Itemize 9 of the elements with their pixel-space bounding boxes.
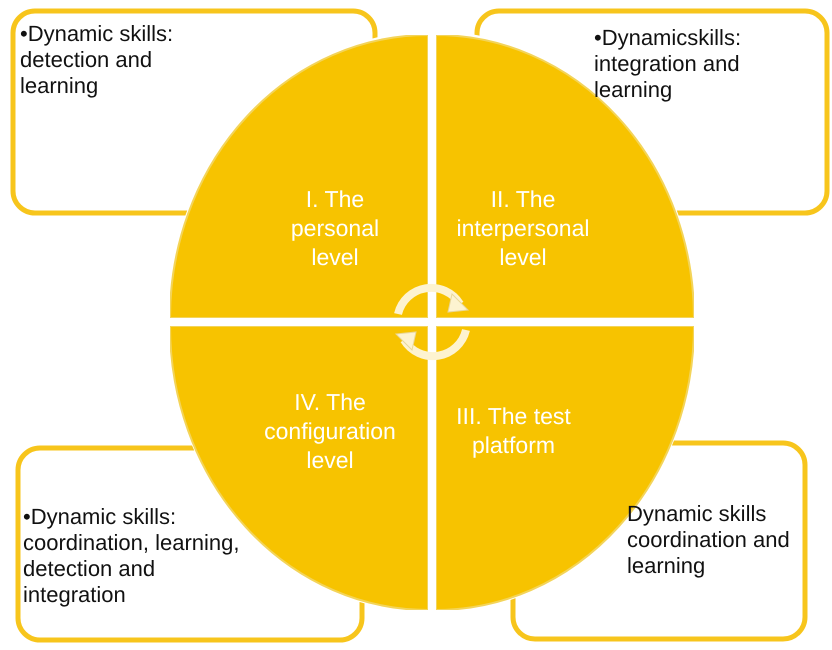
quadrant-label: I. The personal level [290, 185, 380, 272]
bullet-text: Dynamic skills coordination and learning [627, 501, 791, 579]
bullet-text: •Dynamic skills: detection and learning [20, 21, 174, 99]
quadrant-shape [170, 35, 428, 318]
quadrant-label: II. The interpersonal level [456, 185, 590, 272]
bullet-text: •Dynamicskills: integration and learning [594, 25, 742, 103]
quadrant-label: III. The test platform [455, 402, 572, 460]
quadrant-label: IV. The configuration level [263, 388, 397, 475]
bullet-text: •Dynamic skills: coordination, learning, detection and integration [23, 504, 240, 608]
